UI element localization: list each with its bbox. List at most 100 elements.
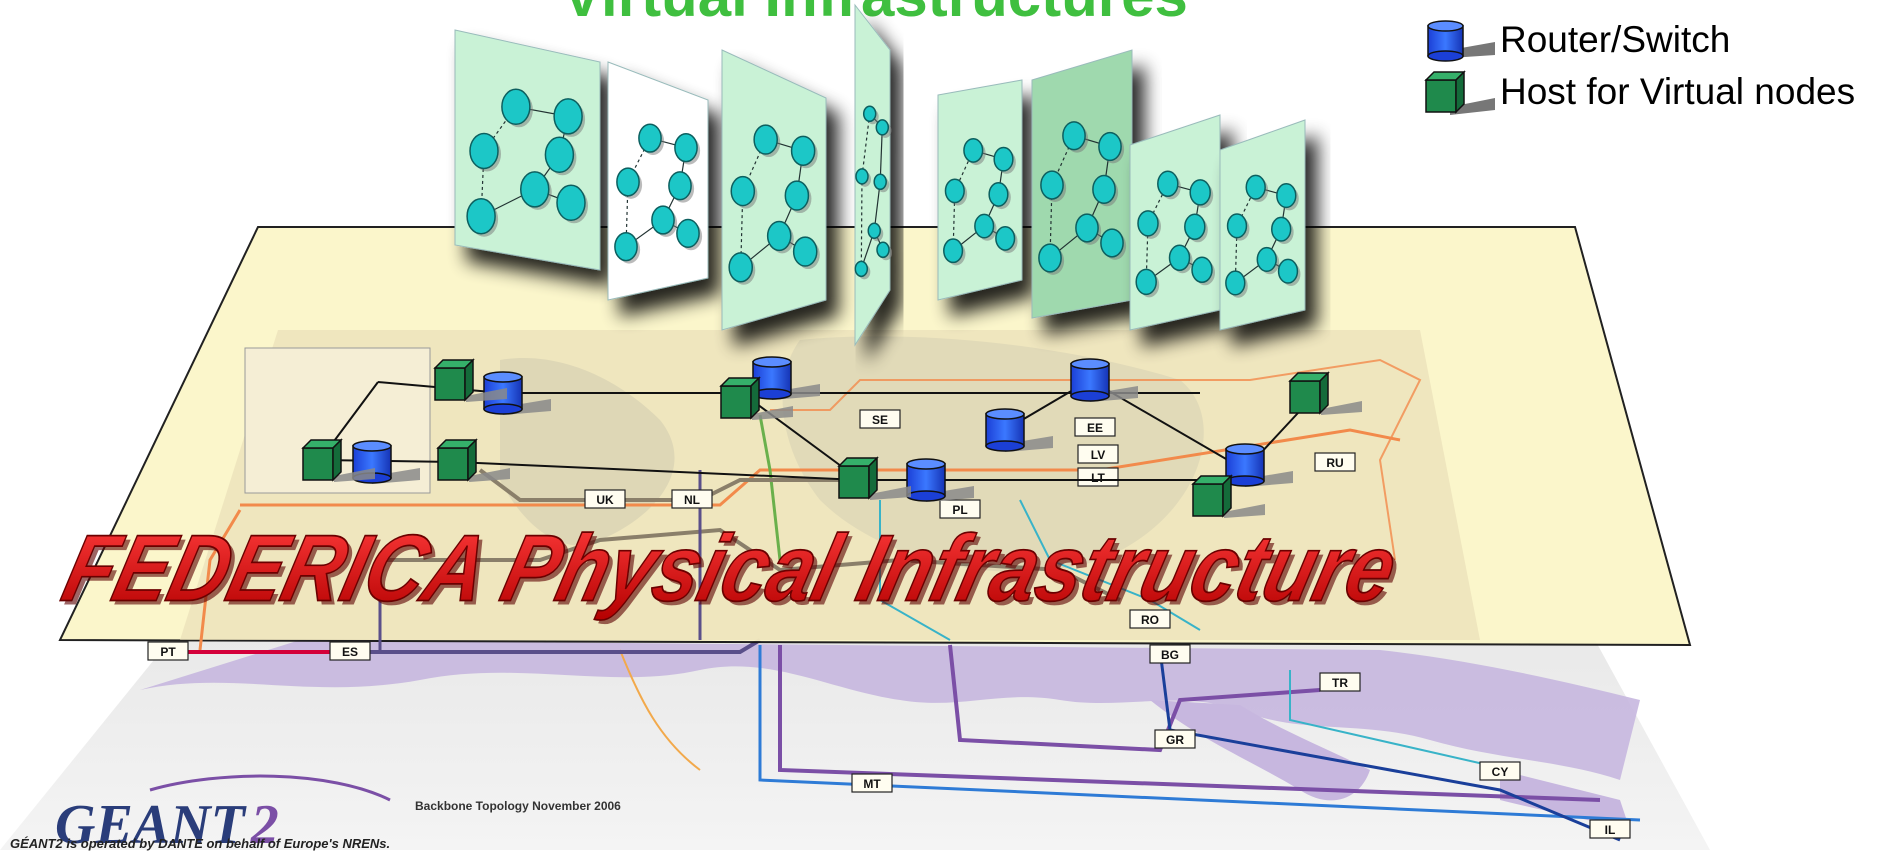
- country-code-label: TR: [1332, 676, 1348, 690]
- virtual-node: [1184, 213, 1206, 241]
- legend: Router/Switch Host for Virtual nodes: [1424, 19, 1855, 115]
- virtual-node: [1098, 131, 1122, 162]
- host-node: [301, 438, 375, 482]
- country-tag-ee: EE: [1074, 417, 1116, 437]
- virtual-node: [1256, 246, 1277, 272]
- virtual-slice: [1219, 119, 1306, 331]
- host-node: [837, 456, 911, 500]
- host-icon: [1424, 70, 1495, 115]
- geant-logo-suffix: 2: [250, 794, 279, 856]
- virtual-slice: [1129, 114, 1221, 331]
- virtual-slice: [454, 29, 601, 271]
- virtual-node: [993, 146, 1014, 172]
- virtual-node: [1277, 258, 1299, 284]
- virtual-node: [855, 168, 869, 185]
- virtual-node: [1100, 228, 1124, 258]
- geant-logo-text: GEANT: [55, 794, 248, 856]
- virtual-node: [1062, 121, 1086, 151]
- virtual-node: [944, 178, 965, 204]
- country-code-label: RO: [1141, 613, 1159, 627]
- country-tag-il: IL: [1589, 819, 1631, 839]
- country-tag-es: ES: [329, 641, 371, 661]
- country-code-label: ES: [342, 645, 358, 659]
- virtual-node: [556, 184, 586, 222]
- virtual-node: [867, 222, 881, 240]
- country-tag-tr: TR: [1319, 672, 1361, 692]
- virtual-node: [1226, 213, 1248, 239]
- virtual-node: [943, 238, 964, 264]
- virtual-node: [784, 180, 810, 211]
- virtual-node: [553, 98, 583, 135]
- virtual-node: [638, 123, 662, 153]
- virtual-node: [651, 205, 675, 235]
- geant-swoosh: [149, 774, 391, 802]
- virtual-node: [1040, 170, 1064, 200]
- virtual-node: [1245, 174, 1266, 200]
- virtual-node: [1135, 268, 1157, 296]
- country-tag-gr: GR: [1154, 729, 1196, 749]
- virtual-node: [1189, 179, 1211, 206]
- virtual-node: [766, 220, 792, 252]
- legend-router-label: Router/Switch: [1500, 19, 1730, 60]
- virtual-node: [1157, 170, 1179, 198]
- virtual-node: [1038, 243, 1062, 273]
- physical-infrastructure-label-group: FEDERICA Physical Infrastructure FEDERIC…: [53, 516, 1411, 626]
- geant-subtitle: Backbone Topology November 2006: [415, 799, 621, 813]
- virtual-node: [790, 135, 816, 166]
- virtual-slice: [854, 3, 892, 347]
- virtual-node: [1225, 270, 1246, 296]
- virtual-slice: [721, 49, 827, 331]
- country-tag-uk: UK: [584, 489, 626, 509]
- country-tag-cy: CY: [1479, 761, 1521, 781]
- country-tag-ru: RU: [1314, 452, 1356, 472]
- country-tag-mt: MT: [851, 773, 893, 793]
- virtual-node: [876, 241, 890, 259]
- router-node: [906, 458, 974, 502]
- virtual-node: [1271, 216, 1292, 242]
- country-code-label: GR: [1166, 733, 1184, 747]
- physical-infrastructure-label: FEDERICA Physical Infrastructure: [53, 516, 1407, 621]
- virtual-node: [1092, 174, 1116, 204]
- virtual-node: [854, 260, 869, 278]
- router-node: [1225, 443, 1293, 487]
- virtual-slice: [607, 61, 709, 301]
- virtual-node: [674, 133, 698, 163]
- country-code-label: PT: [160, 645, 176, 659]
- virtual-node: [676, 218, 700, 248]
- virtual-slice: [937, 79, 1023, 301]
- virtual-node: [668, 171, 692, 201]
- virtual-node: [963, 137, 984, 163]
- country-tag-bg: BG: [1149, 644, 1191, 664]
- country-code-label: NL: [684, 493, 700, 507]
- country-code-label: PL: [952, 503, 967, 517]
- host-node: [1288, 371, 1362, 415]
- country-code-label: CY: [1492, 765, 1509, 779]
- country-tag-pt: PT: [147, 641, 189, 661]
- country-code-label: RU: [1326, 456, 1343, 470]
- country-code-label: MT: [863, 777, 881, 791]
- router-node: [985, 408, 1053, 452]
- country-tag-lv: LV: [1077, 444, 1119, 464]
- virtual-node: [730, 175, 756, 207]
- virtual-node: [466, 197, 496, 235]
- country-tags: PT ES UK NL SE PL EE LV LT RU RO BG TR GR CY MT IL: [147, 409, 1631, 839]
- virtual-node: [792, 236, 818, 267]
- virtual-node: [995, 225, 1016, 251]
- virtual-node: [544, 136, 575, 174]
- country-code-label: SE: [872, 413, 888, 427]
- virtual-slices: [454, 3, 1306, 347]
- host-node: [719, 376, 793, 420]
- host-nodes: [301, 358, 1362, 518]
- host-node: [433, 358, 507, 402]
- virtual-node: [753, 124, 778, 155]
- virtual-node: [614, 232, 638, 262]
- country-code-label: LT: [1091, 471, 1105, 485]
- diagram-title: Virtual Infrastructures: [562, 0, 1188, 29]
- country-tag-ro: RO: [1129, 609, 1171, 629]
- country-code-label: LV: [1091, 448, 1105, 462]
- virtual-node: [501, 88, 531, 126]
- country-tag-pl: PL: [939, 499, 981, 519]
